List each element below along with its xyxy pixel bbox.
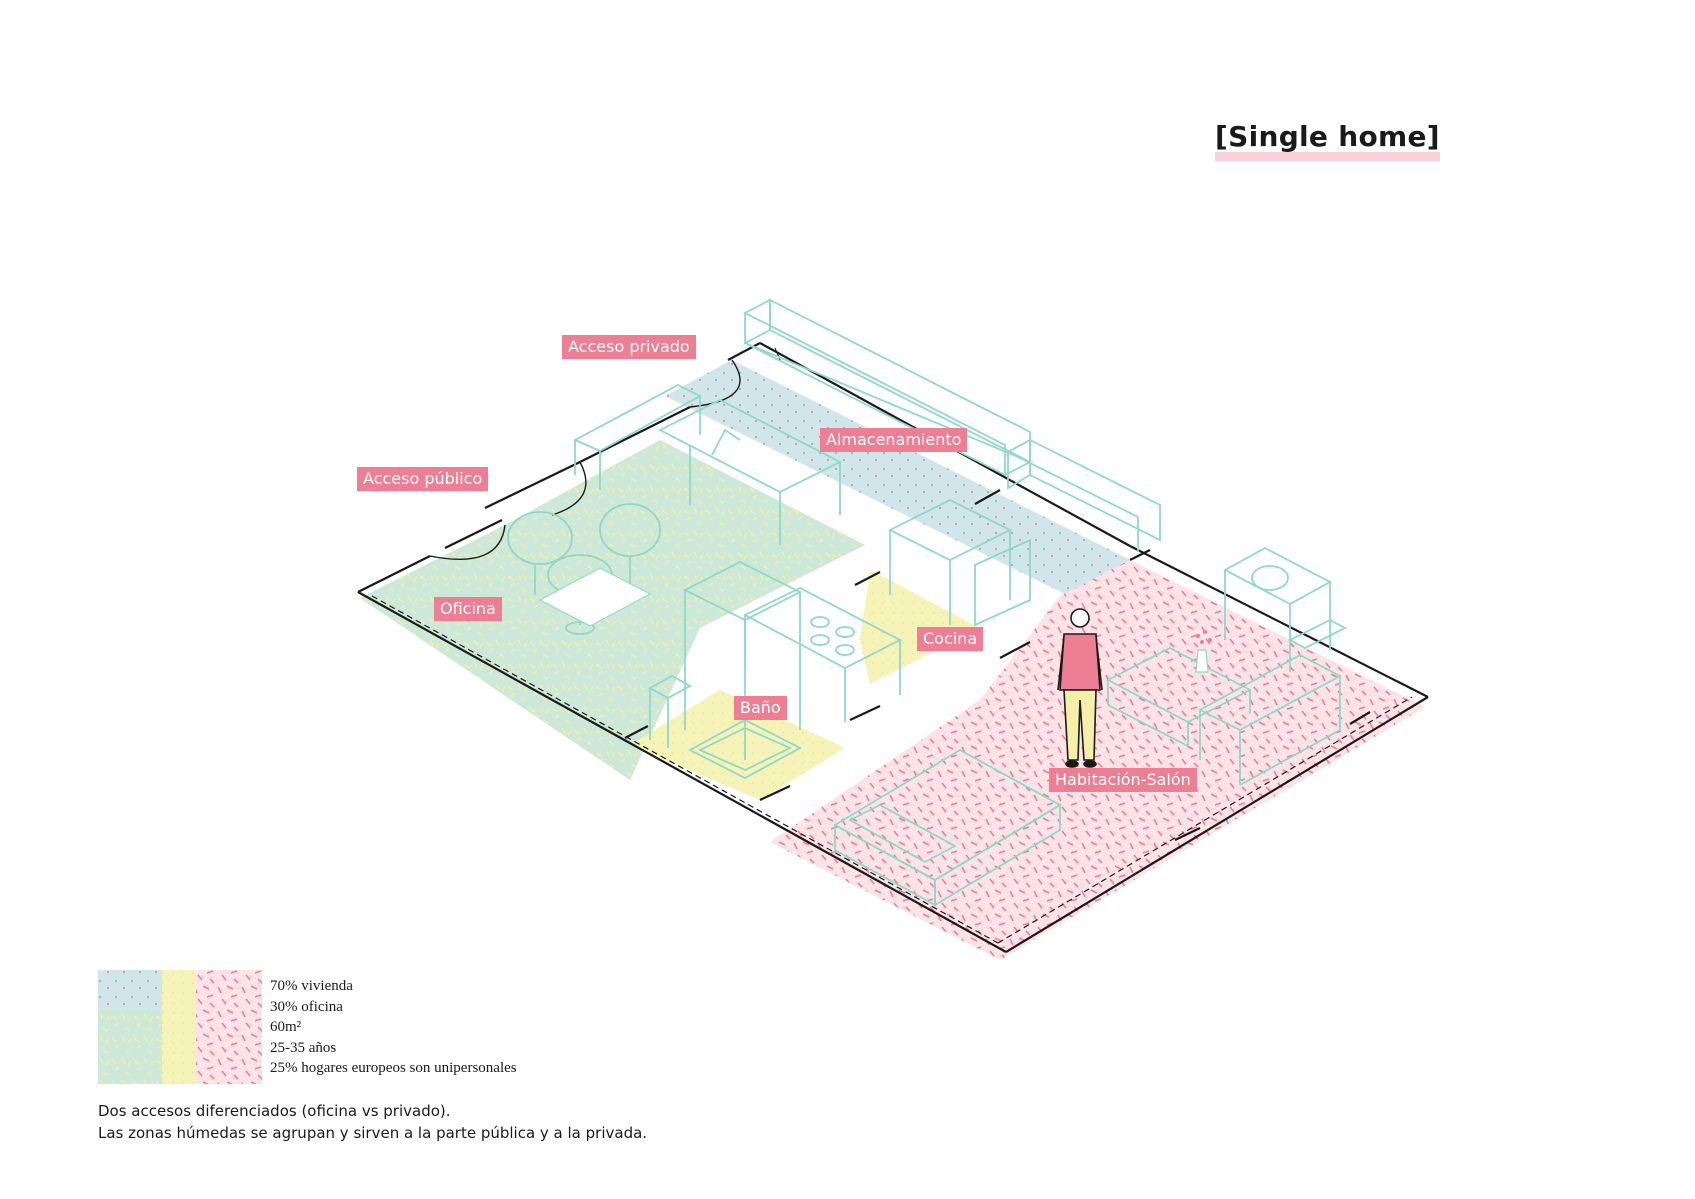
legend-item: 30% oficina — [270, 998, 343, 1015]
legend-item: 25-35 años — [270, 1039, 337, 1056]
partitions — [624, 489, 1371, 841]
label-bano: Baño — [734, 696, 787, 720]
label-acceso-privado: Acceso privado — [562, 335, 696, 359]
legend-item: 25% hogares europeos son unipersonales — [270, 1060, 517, 1076]
note-line: Dos accesos diferenciados (oficina vs pr… — [98, 1102, 451, 1120]
label-acceso-publico: Acceso público — [357, 467, 489, 491]
note-line: Las zonas húmedas se agrupan y sirven a … — [98, 1124, 648, 1142]
walls-inner — [371, 595, 1413, 944]
legend-swatches — [98, 970, 262, 1084]
zone-habitacion-floor — [770, 560, 1425, 960]
walls — [357, 342, 1429, 953]
person-figure — [1057, 608, 1103, 768]
page-title: [Single home] — [1215, 122, 1440, 161]
label-habitacion-salon: Habitación-Salón — [1049, 768, 1197, 792]
door-arcs — [429, 359, 741, 560]
rug — [538, 567, 652, 627]
label-oficina: Oficina — [434, 597, 502, 621]
label-almacenamiento: Almacenamiento — [820, 428, 968, 452]
legend: 70% vivienda 30% oficina 60m² 25-35 años… — [270, 976, 517, 1079]
notes: Dos accesos diferenciados (oficina vs pr… — [98, 1100, 647, 1144]
legend-item: 60m² — [270, 1019, 302, 1035]
zone-almacenamiento-floor — [665, 360, 1130, 594]
vase-flowers — [1195, 630, 1212, 673]
zone-bano-floor — [630, 690, 845, 800]
label-cocina: Cocina — [917, 627, 984, 651]
legend-item: 70% vivienda — [270, 978, 353, 994]
